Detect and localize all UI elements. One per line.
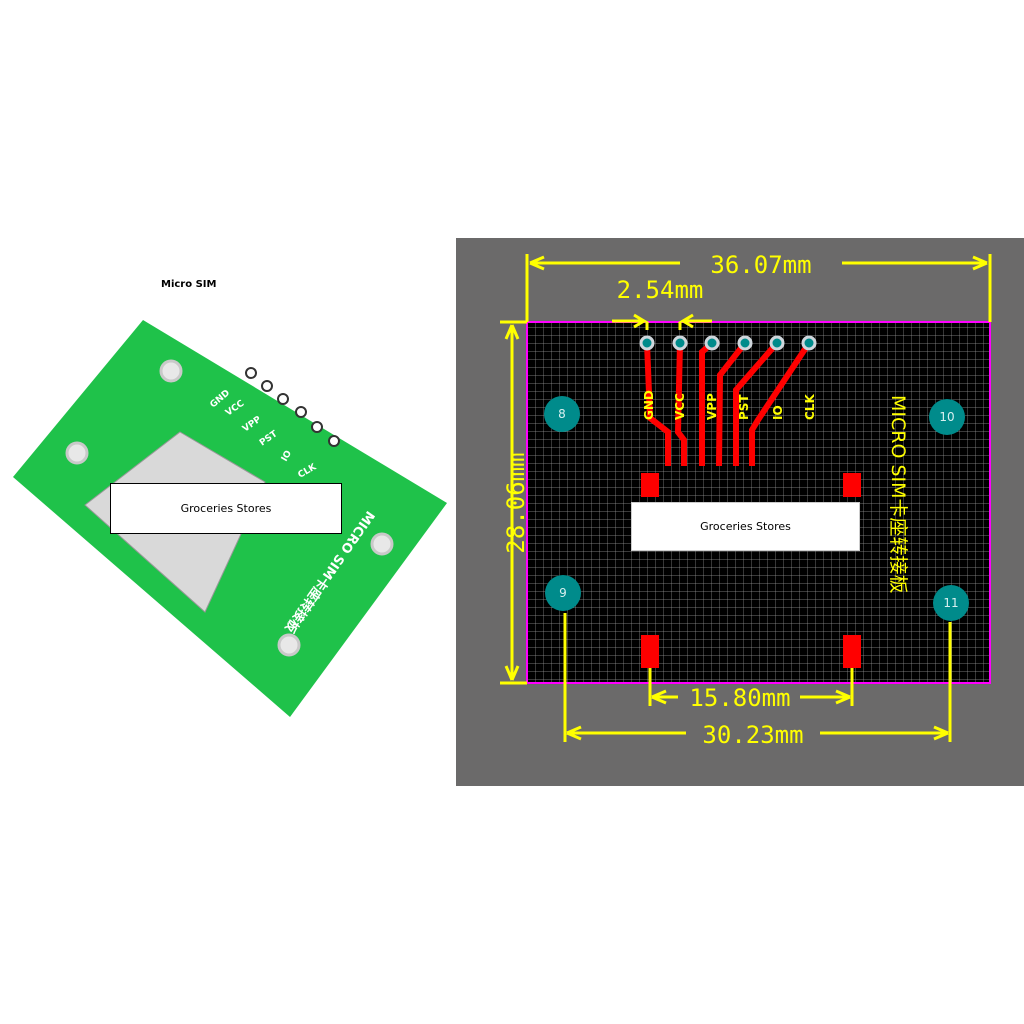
- mount-hole: [159, 359, 183, 383]
- product-caption: Micro SIM: [161, 279, 217, 290]
- hole-9: 9: [559, 586, 567, 600]
- mount-hole: [65, 441, 89, 465]
- mount-hole: [277, 633, 301, 657]
- pin-vcc: VCC: [673, 393, 687, 420]
- dim-hole-span: 30.23mm: [702, 721, 803, 749]
- dim-pitch: 2.54mm: [617, 276, 704, 304]
- pin-pads: [639, 335, 817, 351]
- hole-8: 8: [558, 407, 566, 421]
- board-title: MICRO SIM卡座转接板: [887, 395, 909, 594]
- pin-holes: [245, 367, 340, 447]
- mount-hole: [370, 532, 394, 556]
- dimension-lines: [500, 254, 992, 742]
- smd-pads: [641, 473, 861, 668]
- overlay-label-right: Groceries Stores: [631, 502, 860, 551]
- dim-height: 28.06mm: [502, 452, 530, 553]
- hole-10: 10: [939, 410, 954, 424]
- pin-pst: PST: [737, 394, 751, 420]
- pin-clk: CLK: [803, 394, 817, 420]
- silk-io: IO: [280, 449, 294, 464]
- dimension-labels: 36.07mm 2.54mm 28.06mm 15.80mm 30.23mm: [502, 251, 812, 749]
- overlay-label-left: Groceries Stores: [110, 483, 342, 534]
- pin-vpp: VPP: [705, 393, 719, 420]
- pin-gnd: GND: [642, 390, 656, 420]
- pin-labels: GND VCC VPP PST IO CLK: [642, 390, 817, 420]
- hole-11: 11: [943, 596, 958, 610]
- pin-io: IO: [771, 405, 785, 420]
- dim-width: 36.07mm: [710, 251, 811, 279]
- mounting-holes: 8 10 9 11: [544, 396, 969, 621]
- dim-pad-span: 15.80mm: [689, 684, 790, 712]
